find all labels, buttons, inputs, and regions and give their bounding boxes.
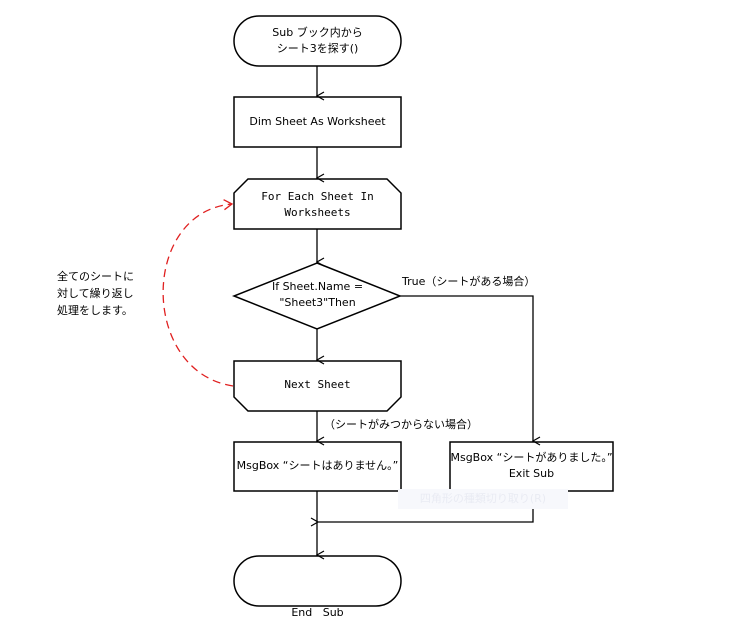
loop-start-line2: Worksheets: [284, 206, 351, 219]
loop-start-line1: For Each Sheet In: [261, 190, 374, 203]
annotation-line3: 処理をします。: [57, 304, 133, 317]
true-branch-label: True（シートがある場合）: [402, 275, 536, 288]
decision-line1: If Sheet.Name =: [271, 280, 364, 293]
flowchart-canvas: [162, 15, 614, 607]
connector-true-branch: [400, 295, 533, 441]
annotation-line1: 全てのシートに: [57, 270, 134, 283]
start-label: Sub ブック内から シート3を探す(): [234, 25, 401, 57]
dim-label: Dim Sheet As Worksheet: [234, 114, 401, 130]
msg-not-found-box: [233, 441, 402, 492]
msg-found-line1: MsgBox “シートがありました。”: [450, 451, 613, 464]
loop-annotation: 全てのシートに 対して繰り返し 処理をします。: [57, 268, 134, 319]
loop-start-label: For Each Sheet In Worksheets: [234, 189, 401, 221]
ghost-tooltip: 四角形の種類切り取り(R): [398, 489, 568, 509]
decision-line2: "Sheet3"Then: [279, 296, 356, 309]
loop-end-line1: Next Sheet: [284, 378, 351, 391]
msg-found-line2: Exit Sub: [508, 467, 555, 480]
msg-found-label: MsgBox “シートがありました。” Exit Sub: [450, 450, 613, 482]
loop-end-shape: [233, 360, 402, 412]
end-line1: End Sub: [291, 606, 344, 619]
decision-label: If Sheet.Name = "Sheet3"Then: [234, 279, 401, 311]
start-label-line2: シート3を探す(): [276, 42, 359, 55]
msg-not-found-label: MsgBox “シートはありません。”: [234, 458, 401, 474]
start-label-line1: Sub ブック内から: [272, 26, 363, 39]
dim-label-line1: Dim Sheet As Worksheet: [249, 115, 386, 128]
msg-not-found-line1: MsgBox “シートはありません。”: [236, 459, 399, 472]
not-found-branch-label: （シートがみつからない場合）: [324, 418, 478, 431]
loop-end-label: Next Sheet: [234, 377, 401, 393]
loop-start-shape: [233, 178, 402, 230]
dim-process-box: [233, 96, 402, 148]
msg-found-box: [449, 441, 614, 492]
annotation-line2: 対して繰り返し: [57, 287, 134, 300]
loop-back-arrow: [162, 199, 234, 387]
end-label: End Sub: [234, 573, 401, 637]
